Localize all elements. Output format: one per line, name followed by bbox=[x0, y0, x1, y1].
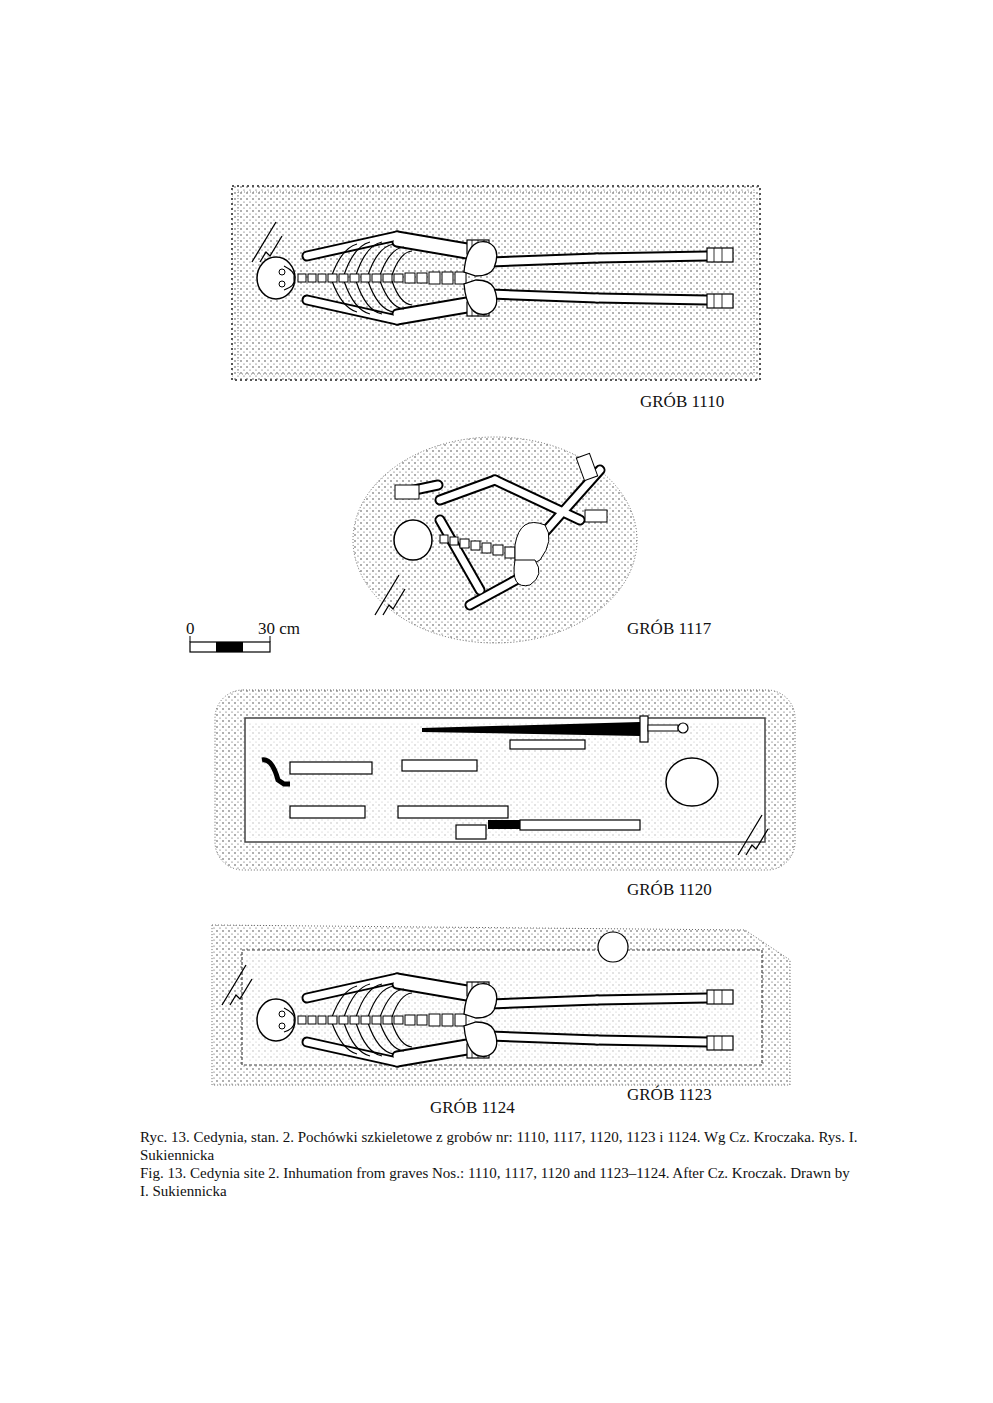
grave-label: GRÓB 1117 bbox=[627, 619, 711, 639]
figure-caption: Fig. 13. Cedynia site 2. Inhumation from… bbox=[140, 1164, 860, 1200]
scale-label: 0 bbox=[186, 619, 195, 639]
scale-label: 30 cm bbox=[258, 619, 300, 639]
grave-label: GRÓB 1110 bbox=[640, 392, 724, 412]
grave-label: GRÓB 1124 bbox=[430, 1098, 515, 1118]
grave-label: GRÓB 1123 bbox=[627, 1085, 712, 1105]
figure-caption: Ryc. 13. Cedynia, stan. 2. Pochówki szki… bbox=[140, 1128, 860, 1164]
grave-label: GRÓB 1120 bbox=[627, 880, 712, 900]
